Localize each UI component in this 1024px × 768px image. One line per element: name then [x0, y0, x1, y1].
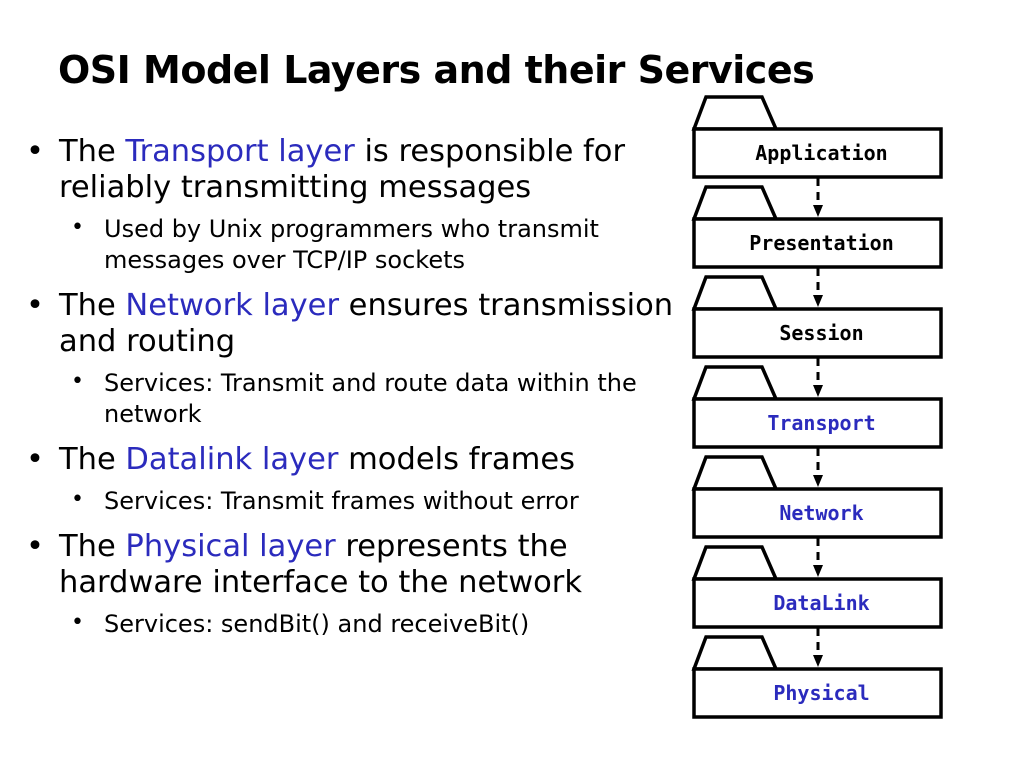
layer-tab-physical — [691, 635, 779, 671]
bullet-highlight: Datalink layer — [125, 442, 339, 477]
arrow-down-icon — [813, 655, 823, 667]
bullet-item-network: • The Network layer ensures transmission… — [26, 288, 676, 430]
layer-box-network — [692, 487, 943, 539]
bullet-highlight: Network layer — [125, 288, 339, 323]
bullet-text-pre: The — [59, 134, 126, 169]
layer-label-application: Application — [755, 141, 887, 165]
bullet-text-pre: The — [59, 529, 126, 564]
arrow-down-icon — [813, 475, 823, 487]
bullet-item-transport: • The Transport layer is responsible for… — [26, 134, 676, 276]
bullet-item-physical: • The Physical layer represents the hard… — [26, 529, 676, 640]
arrow-down-icon — [813, 295, 823, 307]
sub-bullet-icon: • — [71, 487, 84, 512]
layer-tab-datalink — [691, 545, 779, 581]
layer-label-transport: Transport — [767, 411, 875, 435]
sub-bullet-icon: • — [71, 610, 84, 635]
layer-box-application — [692, 127, 943, 179]
layer-tab-session — [691, 275, 779, 311]
sub-bullet-icon: • — [71, 215, 84, 240]
sub-bullet-text: Used by Unix programmers who transmit me… — [104, 215, 599, 274]
layer-tab-application — [691, 95, 779, 131]
layer-label-network: Network — [779, 501, 863, 525]
layer-label-session: Session — [779, 321, 863, 345]
layer-tab-transport — [691, 365, 779, 401]
bullet-text-post: is responsible for reliably transmitting… — [59, 134, 625, 205]
sub-bullet-text: Services: sendBit() and receiveBit() — [104, 610, 530, 638]
layer-physical: Physical — [691, 635, 943, 719]
layer-tab-presentation — [691, 185, 779, 221]
layer-box-datalink — [692, 577, 943, 629]
arrow-down-icon — [813, 565, 823, 577]
bullet-text-pre: The — [59, 288, 126, 323]
layer-network: Network — [691, 455, 943, 539]
bullet-list: • The Transport layer is responsible for… — [26, 134, 676, 652]
bullet-text-post: models frames — [338, 442, 575, 477]
layer-label-physical: Physical — [773, 681, 869, 705]
layer-session: Session — [691, 275, 943, 359]
bullet-icon: • — [26, 442, 44, 477]
layer-box-physical — [692, 667, 943, 719]
layer-label-datalink: DataLink — [773, 591, 869, 615]
bullet-text-pre: The — [59, 442, 126, 477]
sub-bullet-text: Services: Transmit and route data within… — [104, 369, 637, 428]
arrow-down-icon — [813, 385, 823, 397]
bullet-text-post: represents the hardware interface to the… — [59, 529, 582, 600]
layer-tab-network — [691, 455, 779, 491]
bullet-icon: • — [26, 529, 44, 564]
bullet-highlight: Transport layer — [125, 134, 355, 169]
sub-bullet-icon: • — [71, 369, 84, 394]
slide-title: OSI Model Layers and their Services — [58, 48, 815, 92]
layer-box-session — [692, 307, 943, 359]
layer-label-presentation: Presentation — [749, 231, 894, 255]
layer-transport: Transport — [691, 365, 943, 449]
bullet-highlight: Physical layer — [125, 529, 336, 564]
layer-presentation: Presentation — [691, 185, 943, 269]
sub-bullet-text: Services: Transmit frames without error — [104, 487, 579, 515]
layer-box-presentation — [692, 217, 943, 269]
layer-datalink: DataLink — [691, 545, 943, 629]
bullet-item-datalink: • The Datalink layer models frames • Ser… — [26, 442, 676, 517]
arrow-down-icon — [813, 205, 823, 217]
bullet-text-post: ensures transmission and routing — [59, 288, 674, 359]
layer-box-transport — [692, 397, 943, 449]
bullet-icon: • — [26, 134, 44, 169]
bullet-icon: • — [26, 288, 44, 323]
layer-application: Application — [691, 95, 943, 179]
